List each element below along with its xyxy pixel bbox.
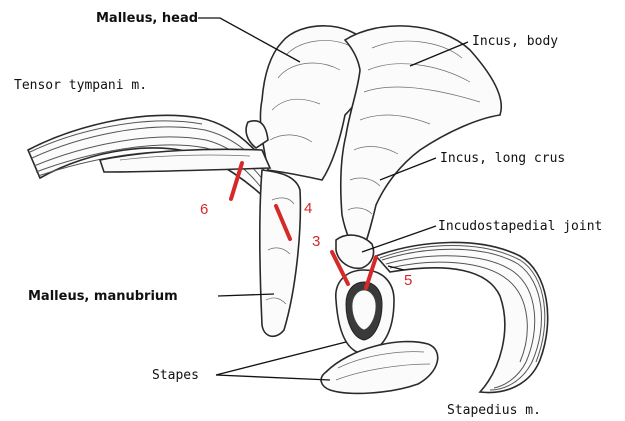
- label-malleus-head: Malleus, head: [96, 11, 198, 26]
- label-stapes: Stapes: [152, 368, 199, 383]
- label-stapedius: Stapedius m.: [447, 403, 541, 418]
- marker-4: 4: [304, 200, 312, 217]
- label-incus-body: Incus, body: [472, 34, 558, 49]
- label-incudostapedial-joint: Incudostapedial joint: [438, 219, 602, 234]
- marker-6: 6: [200, 201, 208, 218]
- stapes-bone: [321, 270, 438, 393]
- label-tensor-tympani: Tensor tympani m.: [14, 78, 147, 93]
- marker-5: 5: [404, 272, 412, 289]
- marker-3: 3: [312, 233, 320, 250]
- label-incus-long-crus: Incus, long crus: [440, 151, 565, 166]
- label-malleus-manubrium: Malleus, manubrium: [28, 289, 178, 304]
